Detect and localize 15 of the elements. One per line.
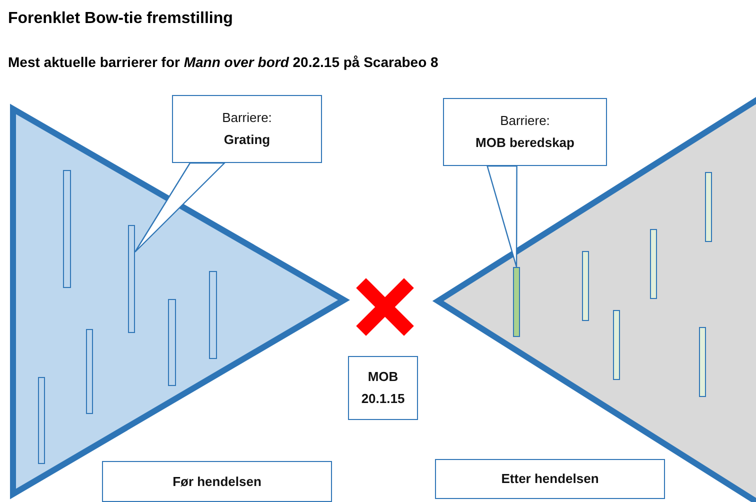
- title: Forenklet Bow-tie fremstilling: [8, 10, 233, 28]
- callout-text: MOB beredskap: [476, 134, 574, 152]
- subtitle: Mest aktuelle barrierer for Mann over bord 20.2.15 på Scarabeo 8: [8, 54, 438, 70]
- phase-box: Etter hendelsen: [435, 459, 665, 499]
- event-box: MOB 20.1.15: [348, 356, 418, 420]
- callout-heading: Barriere:: [222, 109, 272, 127]
- barrier-bar: [128, 225, 135, 333]
- phase-box: Før hendelsen: [102, 461, 332, 502]
- barrier-bar: [513, 267, 520, 337]
- callout-pointer: [134, 162, 226, 253]
- callout-heading: Barriere:: [500, 112, 550, 130]
- callout-pointer: [486, 165, 518, 268]
- callout-box: [172, 95, 322, 163]
- callout-text: Grating: [224, 131, 270, 149]
- callout-box: [443, 98, 607, 166]
